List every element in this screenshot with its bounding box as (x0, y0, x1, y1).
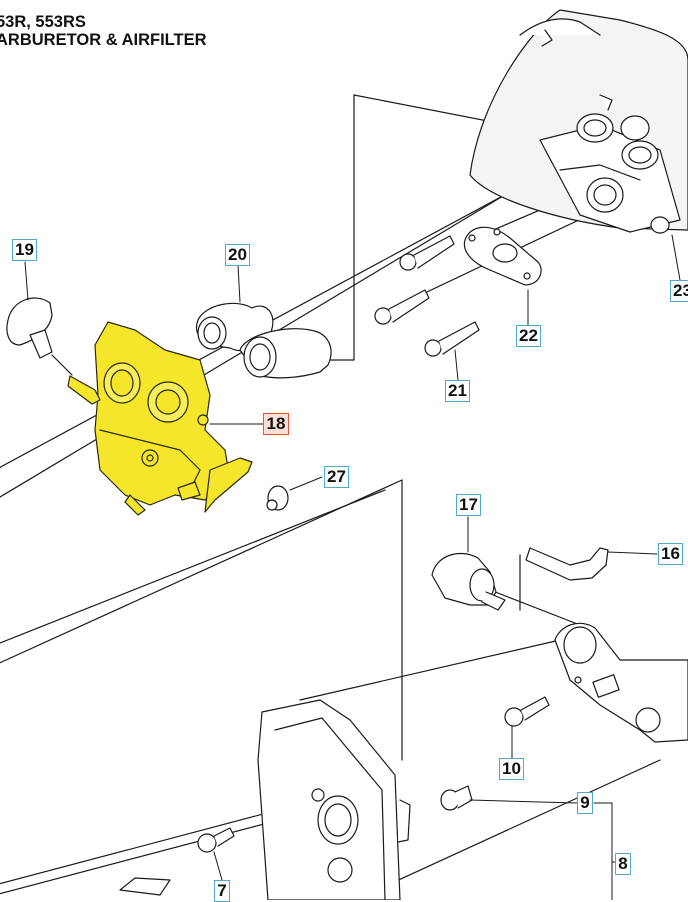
crankcase-part (469, 9, 688, 234)
diagram-title: 53R, 553RS ARBURETOR & AIRFILTER (0, 13, 207, 49)
airfilter-base (257, 699, 411, 900)
leader-lines (24, 234, 681, 900)
callout-9[interactable]: 9 (577, 792, 593, 814)
intake-elbow-20 (195, 302, 332, 379)
screw-10 (504, 696, 550, 727)
callout-22[interactable]: 22 (516, 325, 541, 347)
primer-knob-19 (6, 297, 73, 376)
callout-27[interactable]: 27 (324, 466, 349, 488)
callout-16[interactable]: 16 (658, 543, 683, 565)
callout-21[interactable]: 21 (445, 380, 470, 402)
tube-16 (525, 547, 609, 581)
gasket-22 (463, 226, 542, 286)
valve-17 (431, 552, 506, 611)
screw-7 (197, 827, 235, 853)
bolt-21-group (374, 235, 480, 357)
bracket-arm (554, 622, 688, 743)
callout-19[interactable]: 19 (12, 239, 37, 261)
callout-17[interactable]: 17 (456, 494, 481, 516)
model-line: 53R, 553RS (0, 13, 86, 31)
section-title: ARBURETOR & AIRFILTER (0, 31, 207, 49)
callout-23[interactable]: 23 (670, 280, 688, 302)
callout-20[interactable]: 20 (225, 244, 250, 266)
callout-10[interactable]: 10 (499, 758, 524, 780)
callout-8[interactable]: 8 (615, 853, 631, 875)
callout-7[interactable]: 7 (214, 880, 230, 902)
carburetor-18 (67, 321, 253, 516)
plug-27 (266, 485, 289, 511)
nut-9 (440, 785, 473, 811)
callout-18-selected[interactable]: 18 (263, 413, 289, 435)
